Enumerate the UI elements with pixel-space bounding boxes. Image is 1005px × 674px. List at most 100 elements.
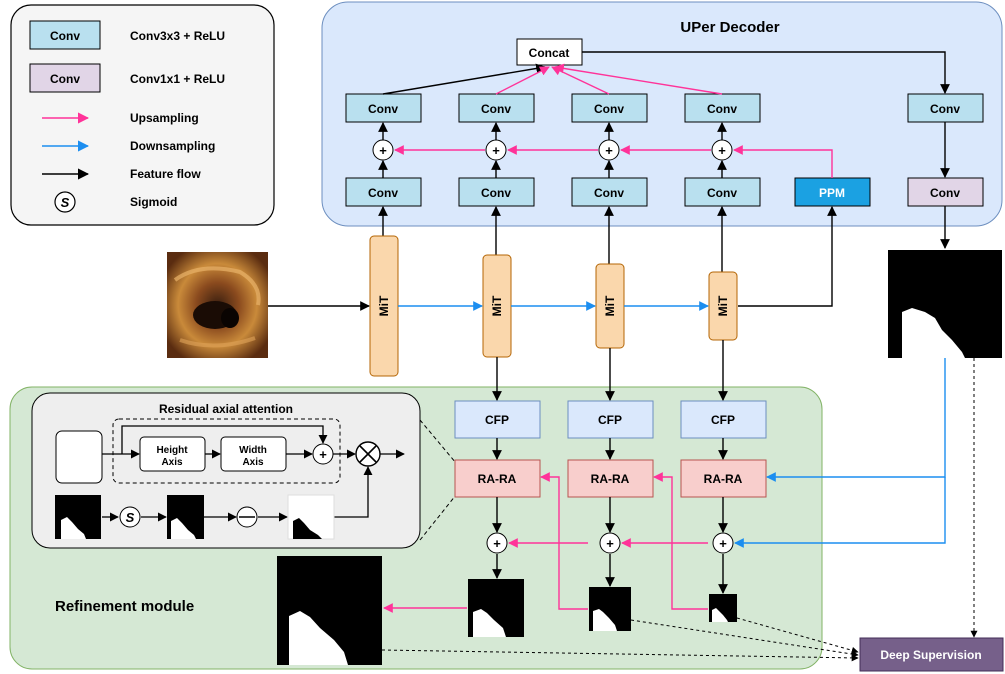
refine-feature-arrows (492, 340, 728, 594)
width-axis-label: Width (239, 445, 267, 456)
svg-text:Conv: Conv (707, 186, 737, 200)
legend-upsampling-label: Upsampling (130, 111, 199, 125)
decoder-conv-top-3: Conv (571, 93, 648, 123)
svg-text:+: + (492, 143, 500, 158)
svg-text:+: + (319, 447, 327, 462)
decoder-feature-arrows (378, 51, 950, 307)
raa-mask-input (55, 495, 101, 539)
svg-text:Conv: Conv (594, 186, 624, 200)
legend-conv1-box-label: Conv (50, 72, 80, 86)
height-axis-label-line2: Axis (161, 457, 183, 468)
raa-mask-reverse (287, 494, 335, 540)
final-mask (277, 556, 382, 665)
mit-stage-1: MiT (369, 235, 399, 377)
decoder-sum-4: + (711, 139, 733, 161)
svg-text:+: + (379, 143, 387, 158)
refined-mask-3 (709, 594, 737, 622)
decoder-conv1x1: Conv (907, 177, 984, 207)
rara-block-2: RA-RA (567, 459, 654, 498)
svg-text:MiT: MiT (377, 295, 391, 316)
refine-upsampling-arrows (383, 472, 708, 613)
decoder-title: UPer Decoder (680, 19, 779, 36)
refinement-title: Refinement module (55, 598, 194, 615)
svg-text:Conv: Conv (481, 186, 511, 200)
svg-text:CFP: CFP (485, 413, 509, 427)
deep-supervision-lines (381, 358, 978, 662)
decoder-sum-2: + (485, 139, 507, 161)
decoder-sum-3: + (598, 139, 620, 161)
height-axis-label: Height (156, 445, 188, 456)
svg-text:Conv: Conv (368, 186, 398, 200)
svg-text:MiT: MiT (603, 295, 617, 316)
svg-text:CFP: CFP (711, 413, 735, 427)
cfp-block-2: CFP (567, 400, 654, 439)
cfp-block-3: CFP (680, 400, 767, 439)
legend-conv3-box-label: Conv (50, 29, 80, 43)
svg-text:Deep Supervision: Deep Supervision (880, 648, 981, 662)
svg-text:CFP: CFP (598, 413, 622, 427)
raa-reverse-icon (236, 506, 258, 528)
svg-text:+: + (719, 536, 727, 551)
legend-sigmoid-label: Sigmoid (130, 195, 177, 209)
decoder-conv-top-2: Conv (458, 93, 535, 123)
svg-text:RA-RA: RA-RA (704, 472, 743, 486)
refined-mask-2 (589, 587, 631, 631)
decoder-conv-bottom-3: Conv (571, 177, 648, 207)
legend-featureflow-label: Feature flow (130, 167, 201, 181)
ppm-block: PPM (794, 177, 871, 207)
svg-text:Conv: Conv (481, 102, 511, 116)
decoder-conv-bottom-2: Conv (458, 177, 535, 207)
coarse-mask-downsampling-arrows (734, 358, 946, 548)
mit-stage-4: MiT (708, 271, 738, 341)
svg-text:Conv: Conv (594, 102, 624, 116)
raa-residual-frame (112, 418, 341, 484)
refine-sum-1: + (486, 532, 508, 554)
refine-sum-2: + (599, 532, 621, 554)
rara-block-3: RA-RA (680, 459, 767, 498)
legend-conv3-box (29, 20, 101, 50)
decoder-sum-1: + (372, 139, 394, 161)
raa-title: Residual axial attention (159, 402, 293, 416)
refined-mask-1 (468, 579, 524, 637)
concat-block (516, 38, 583, 66)
svg-text:+: + (493, 536, 501, 551)
svg-text:PPM: PPM (819, 186, 845, 200)
coarse-mask (888, 250, 1002, 358)
svg-text:Conv: Conv (930, 186, 960, 200)
legend-conv1-desc: Conv1x1 + ReLU (130, 72, 225, 86)
legend-sigmoid-icon (54, 191, 76, 213)
upsampling-arrows (394, 63, 833, 178)
svg-text:Conv: Conv (368, 102, 398, 116)
raa-multiply-icon (355, 441, 381, 467)
svg-text:Conv: Conv (707, 102, 737, 116)
decoder-region (321, 1, 1003, 227)
legend-conv3-desc: Conv3x3 + ReLU (130, 29, 225, 43)
raa-sum-node: + (312, 443, 334, 465)
legend-panel (10, 4, 275, 226)
svg-text:MiT: MiT (716, 295, 730, 316)
mit-stage-3: MiT (595, 263, 625, 349)
raa-input-feature (55, 430, 103, 484)
svg-text:MiT: MiT (490, 295, 504, 316)
deep-supervision-block: Deep Supervision (859, 637, 1004, 672)
refine-sum-3: + (712, 532, 734, 554)
legend-sigmoid-symbol: S (61, 195, 70, 210)
concat-label: Concat (529, 46, 570, 60)
legend-downsampling-label: Downsampling (130, 139, 215, 153)
svg-text:+: + (605, 143, 613, 158)
cfp-block-1: CFP (454, 400, 541, 439)
decoder-conv-bottom-4: Conv (684, 177, 761, 207)
rara-block-1: RA-RA (454, 459, 541, 498)
raa-arrows (102, 425, 405, 522)
svg-text:+: + (718, 143, 726, 158)
svg-text:RA-RA: RA-RA (591, 472, 630, 486)
raa-callout-lines (419, 419, 457, 541)
decoder-conv-top-1: Conv (345, 93, 422, 123)
raa-mask-sigmoid (167, 495, 204, 539)
svg-text:S: S (126, 510, 135, 525)
svg-text:RA-RA: RA-RA (478, 472, 517, 486)
